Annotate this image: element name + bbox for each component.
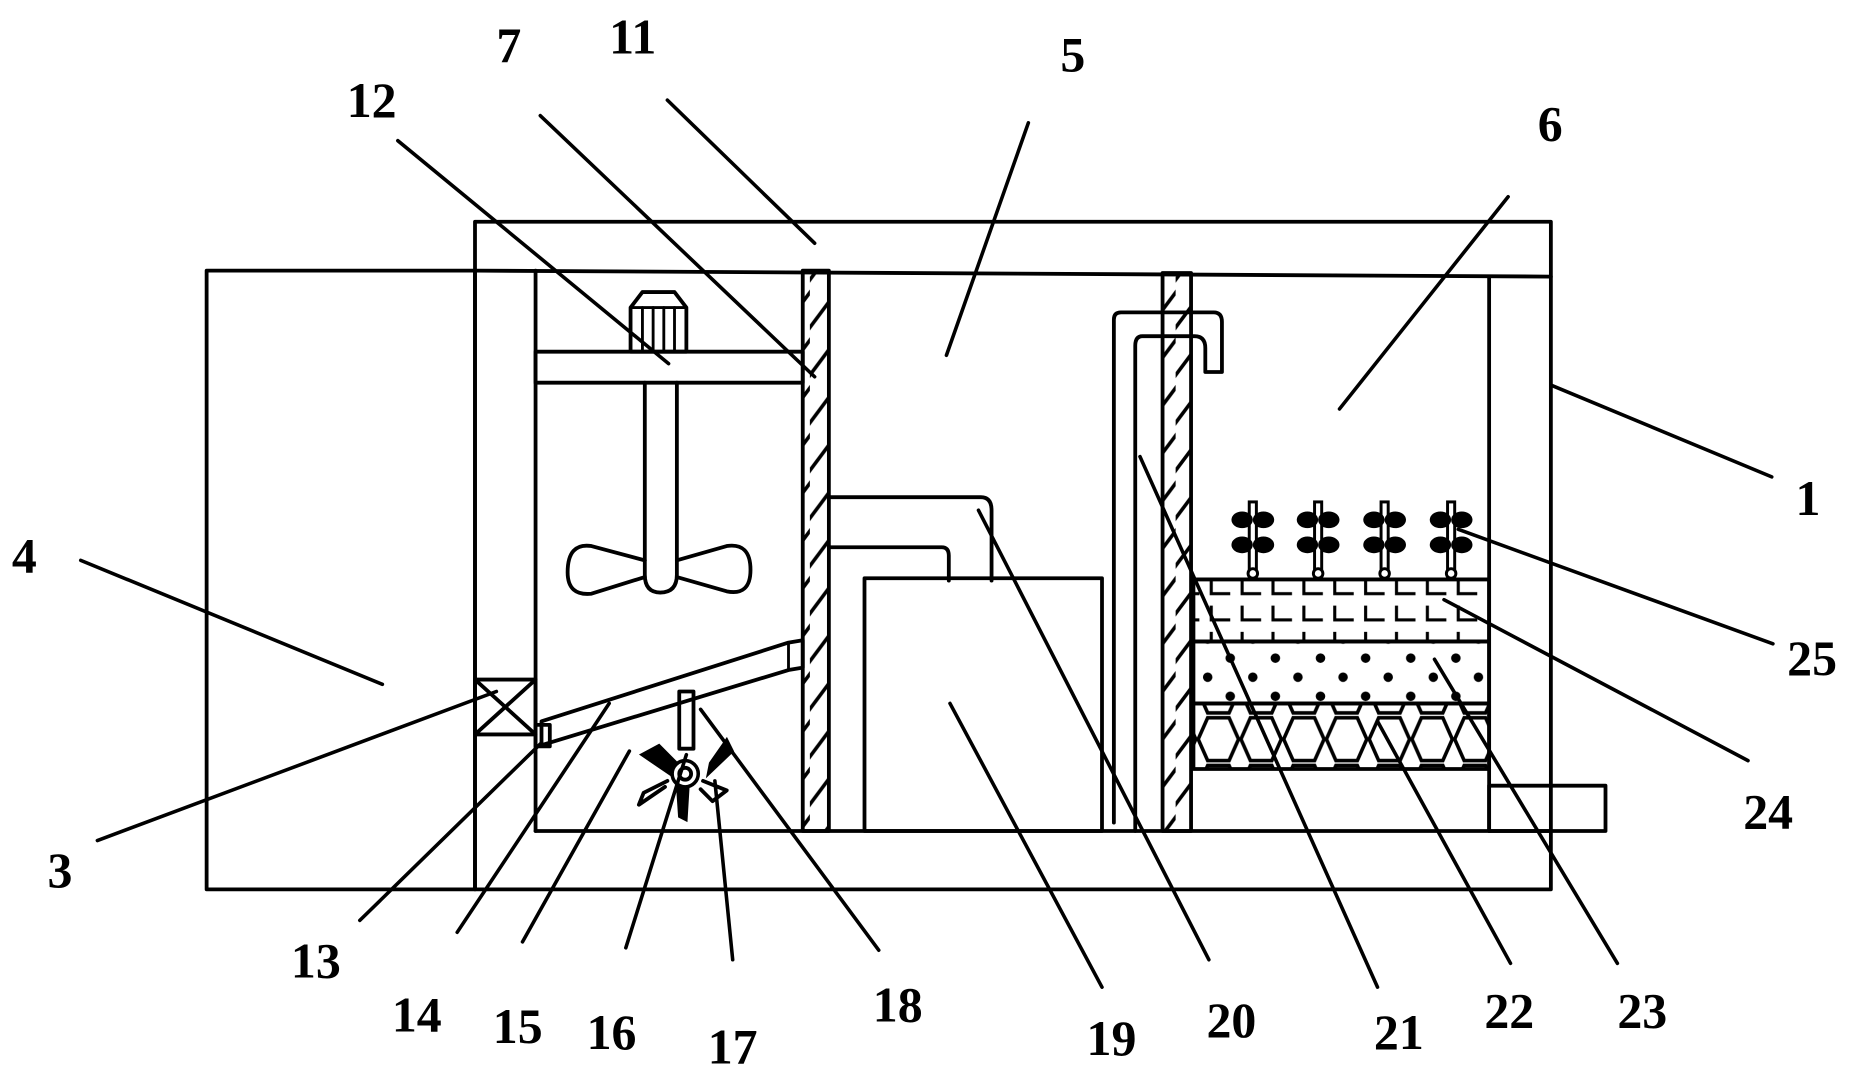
leader-16	[624, 752, 689, 950]
top-cover-line	[473, 268, 1553, 279]
leader-17	[713, 779, 735, 962]
leader-6	[1337, 194, 1510, 411]
inclined-screen	[533, 638, 805, 749]
label-1: 1	[1796, 470, 1821, 526]
gravel-layer	[1193, 703, 1490, 769]
leader-5	[944, 121, 1031, 358]
leader-20	[976, 508, 1211, 962]
label-7: 7	[496, 17, 521, 73]
label-17: 17	[708, 1018, 758, 1073]
leader-21	[1138, 454, 1380, 989]
label-18: 18	[873, 977, 923, 1033]
leader-15	[520, 749, 632, 944]
label-16: 16	[587, 1004, 637, 1060]
tank	[862, 576, 1104, 833]
stirring-shaft	[642, 380, 679, 595]
leader-4	[78, 558, 385, 687]
label-3: 3	[48, 842, 73, 898]
plant	[1296, 500, 1340, 580]
label-23: 23	[1617, 983, 1667, 1039]
label-13: 13	[291, 933, 341, 989]
leader-12	[396, 138, 671, 366]
housing	[204, 219, 1608, 892]
plant	[1231, 500, 1275, 580]
partition-left	[800, 268, 831, 833]
propeller-right-blade	[674, 543, 753, 594]
leader-22	[1375, 719, 1513, 966]
motor-support-plate	[533, 349, 805, 385]
plant	[1429, 500, 1473, 580]
main-frame	[473, 219, 1553, 892]
label-20: 20	[1207, 992, 1257, 1048]
partition-right	[1160, 271, 1193, 833]
plant	[1363, 500, 1406, 580]
motor	[628, 290, 689, 354]
part-labels: 1 3 4 5 6 7 11 12 13 14 15 16 17 18 19 2…	[12, 9, 1837, 1073]
label-19: 19	[1087, 1010, 1137, 1066]
plants	[1231, 500, 1473, 580]
leader-23	[1432, 657, 1620, 966]
leader-1	[1549, 383, 1774, 479]
leader-25	[1456, 527, 1775, 646]
filter-bed	[1191, 577, 1492, 771]
connecting-pipe	[826, 495, 994, 583]
label-25: 25	[1787, 630, 1837, 686]
label-4: 4	[12, 527, 37, 583]
label-11: 11	[609, 9, 656, 65]
sand-layer	[1193, 641, 1490, 704]
propeller-left-blade	[565, 543, 647, 596]
label-24: 24	[1743, 784, 1793, 840]
leader-18	[698, 707, 881, 952]
leader-13	[358, 742, 543, 923]
outlet-pipe	[1487, 783, 1608, 833]
label-5: 5	[1060, 26, 1085, 82]
left-chamber-box	[204, 268, 477, 892]
leader-lines	[78, 98, 1775, 989]
leader-11	[665, 98, 817, 246]
label-22: 22	[1484, 983, 1534, 1039]
soil-layer	[1193, 579, 1490, 642]
label-15: 15	[493, 998, 543, 1054]
label-14: 14	[392, 986, 442, 1042]
leader-19	[948, 701, 1104, 989]
leader-14	[455, 701, 611, 935]
leader-7	[538, 113, 817, 379]
leader-3	[95, 689, 499, 843]
siphon-pipe	[1111, 310, 1224, 833]
valve	[473, 677, 538, 737]
label-21: 21	[1374, 1004, 1424, 1060]
label-6: 6	[1538, 96, 1563, 152]
label-12: 12	[347, 72, 397, 128]
leader-24	[1442, 597, 1750, 763]
